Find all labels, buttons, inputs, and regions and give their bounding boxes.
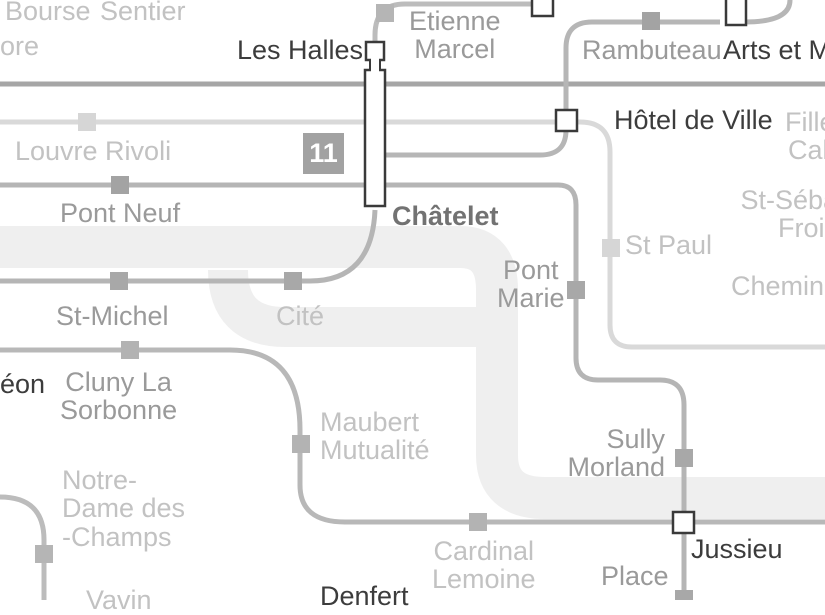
station-marker-rambuteau[interactable] bbox=[642, 12, 660, 30]
metro-line-rivoli bbox=[0, 119, 825, 350]
station-marker-cluny[interactable] bbox=[121, 341, 139, 359]
label-sully-morland: Sully Morland bbox=[567, 424, 665, 483]
label-rambuteau: Rambuteau bbox=[582, 35, 722, 65]
label-notre-dame-des-champs: Notre- Dame des -Champs bbox=[62, 465, 186, 552]
station-marker-sully-morland[interactable] bbox=[675, 449, 693, 467]
label-denfert: Denfert bbox=[320, 581, 409, 611]
label-st-paul: St Paul bbox=[625, 230, 713, 260]
station-marker-pont-neuf[interactable] bbox=[111, 176, 129, 194]
label-etienne-marcel: Etienne Marcel bbox=[409, 6, 501, 65]
station-marker-louvre-rivoli[interactable] bbox=[78, 113, 96, 131]
metro-line-11 bbox=[375, 19, 720, 158]
interchange-chatelet[interactable] bbox=[363, 68, 387, 208]
station-marker-st-paul[interactable] bbox=[602, 239, 620, 257]
interchange-etienne-top[interactable] bbox=[530, 0, 555, 18]
station-marker-notre-dame[interactable] bbox=[35, 545, 53, 563]
label-st-michel: St-Michel bbox=[56, 301, 169, 331]
label-les-halles: Les Halles bbox=[237, 35, 364, 65]
metro-line-pont-neuf bbox=[0, 182, 687, 600]
map-graphics bbox=[0, 0, 825, 600]
metro-line-st-michel bbox=[0, 209, 378, 284]
label-jussieu: Jussieu bbox=[691, 534, 783, 564]
label-hotel-de-ville: Hôtel de Ville bbox=[614, 105, 773, 135]
label-sentier: Sentier bbox=[100, 0, 186, 26]
label-st-sebastien-froissart: St-Séba Frois bbox=[740, 185, 825, 244]
interchange-hotel-de-ville[interactable] bbox=[554, 108, 579, 133]
label-louvre-rivoli: Louvre Rivoli bbox=[15, 136, 172, 166]
interchange-les-halles[interactable] bbox=[364, 40, 386, 62]
metro-line-arts bbox=[744, 0, 793, 25]
label-pont-neuf: Pont Neuf bbox=[60, 198, 181, 228]
label-cite: Cité bbox=[276, 301, 325, 331]
station-marker-etienne-marcel[interactable] bbox=[376, 4, 394, 22]
station-marker-place-monge[interactable] bbox=[675, 590, 693, 600]
label-cardinal-lemoine: Cardinal Lemoine bbox=[432, 536, 536, 595]
interchange-arts-et-metiers[interactable] bbox=[724, 0, 748, 27]
label-chatelet: Châtelet bbox=[392, 201, 499, 231]
station-marker-maubert[interactable] bbox=[292, 435, 310, 453]
label-odeon: éon bbox=[0, 369, 46, 399]
station-marker-pont-marie[interactable] bbox=[567, 281, 585, 299]
label-maubert-mutualite: Maubert Mutualité bbox=[320, 407, 430, 466]
metro-line-cluny bbox=[0, 347, 825, 525]
label-cluny-la-sorbonne: Cluny La Sorbonne bbox=[60, 367, 178, 426]
metro-line-notre-dame bbox=[0, 494, 47, 600]
seine-river bbox=[0, 226, 825, 519]
interchange-jussieu[interactable] bbox=[671, 510, 696, 535]
label-filles-du-calvaire: Fille Cal bbox=[785, 107, 825, 166]
connector-les-halles bbox=[371, 58, 379, 72]
label-arts-et-metiers: Arts et M bbox=[723, 35, 825, 65]
label-pont-marie: Pont Marie bbox=[497, 255, 565, 314]
station-marker-st-michel[interactable] bbox=[110, 272, 128, 290]
label-vavin: Vavin bbox=[86, 585, 152, 615]
station-marker-cardinal-lemoine[interactable] bbox=[469, 513, 487, 531]
label-chemin-vert: Chemin bbox=[731, 271, 825, 301]
line-11-badge[interactable]: 11 bbox=[303, 133, 344, 174]
label-louvre-cut: ore bbox=[0, 31, 40, 61]
station-marker-cite[interactable] bbox=[284, 272, 302, 290]
label-place-monge: Place bbox=[601, 561, 669, 591]
label-bourse: Bourse bbox=[5, 0, 91, 26]
